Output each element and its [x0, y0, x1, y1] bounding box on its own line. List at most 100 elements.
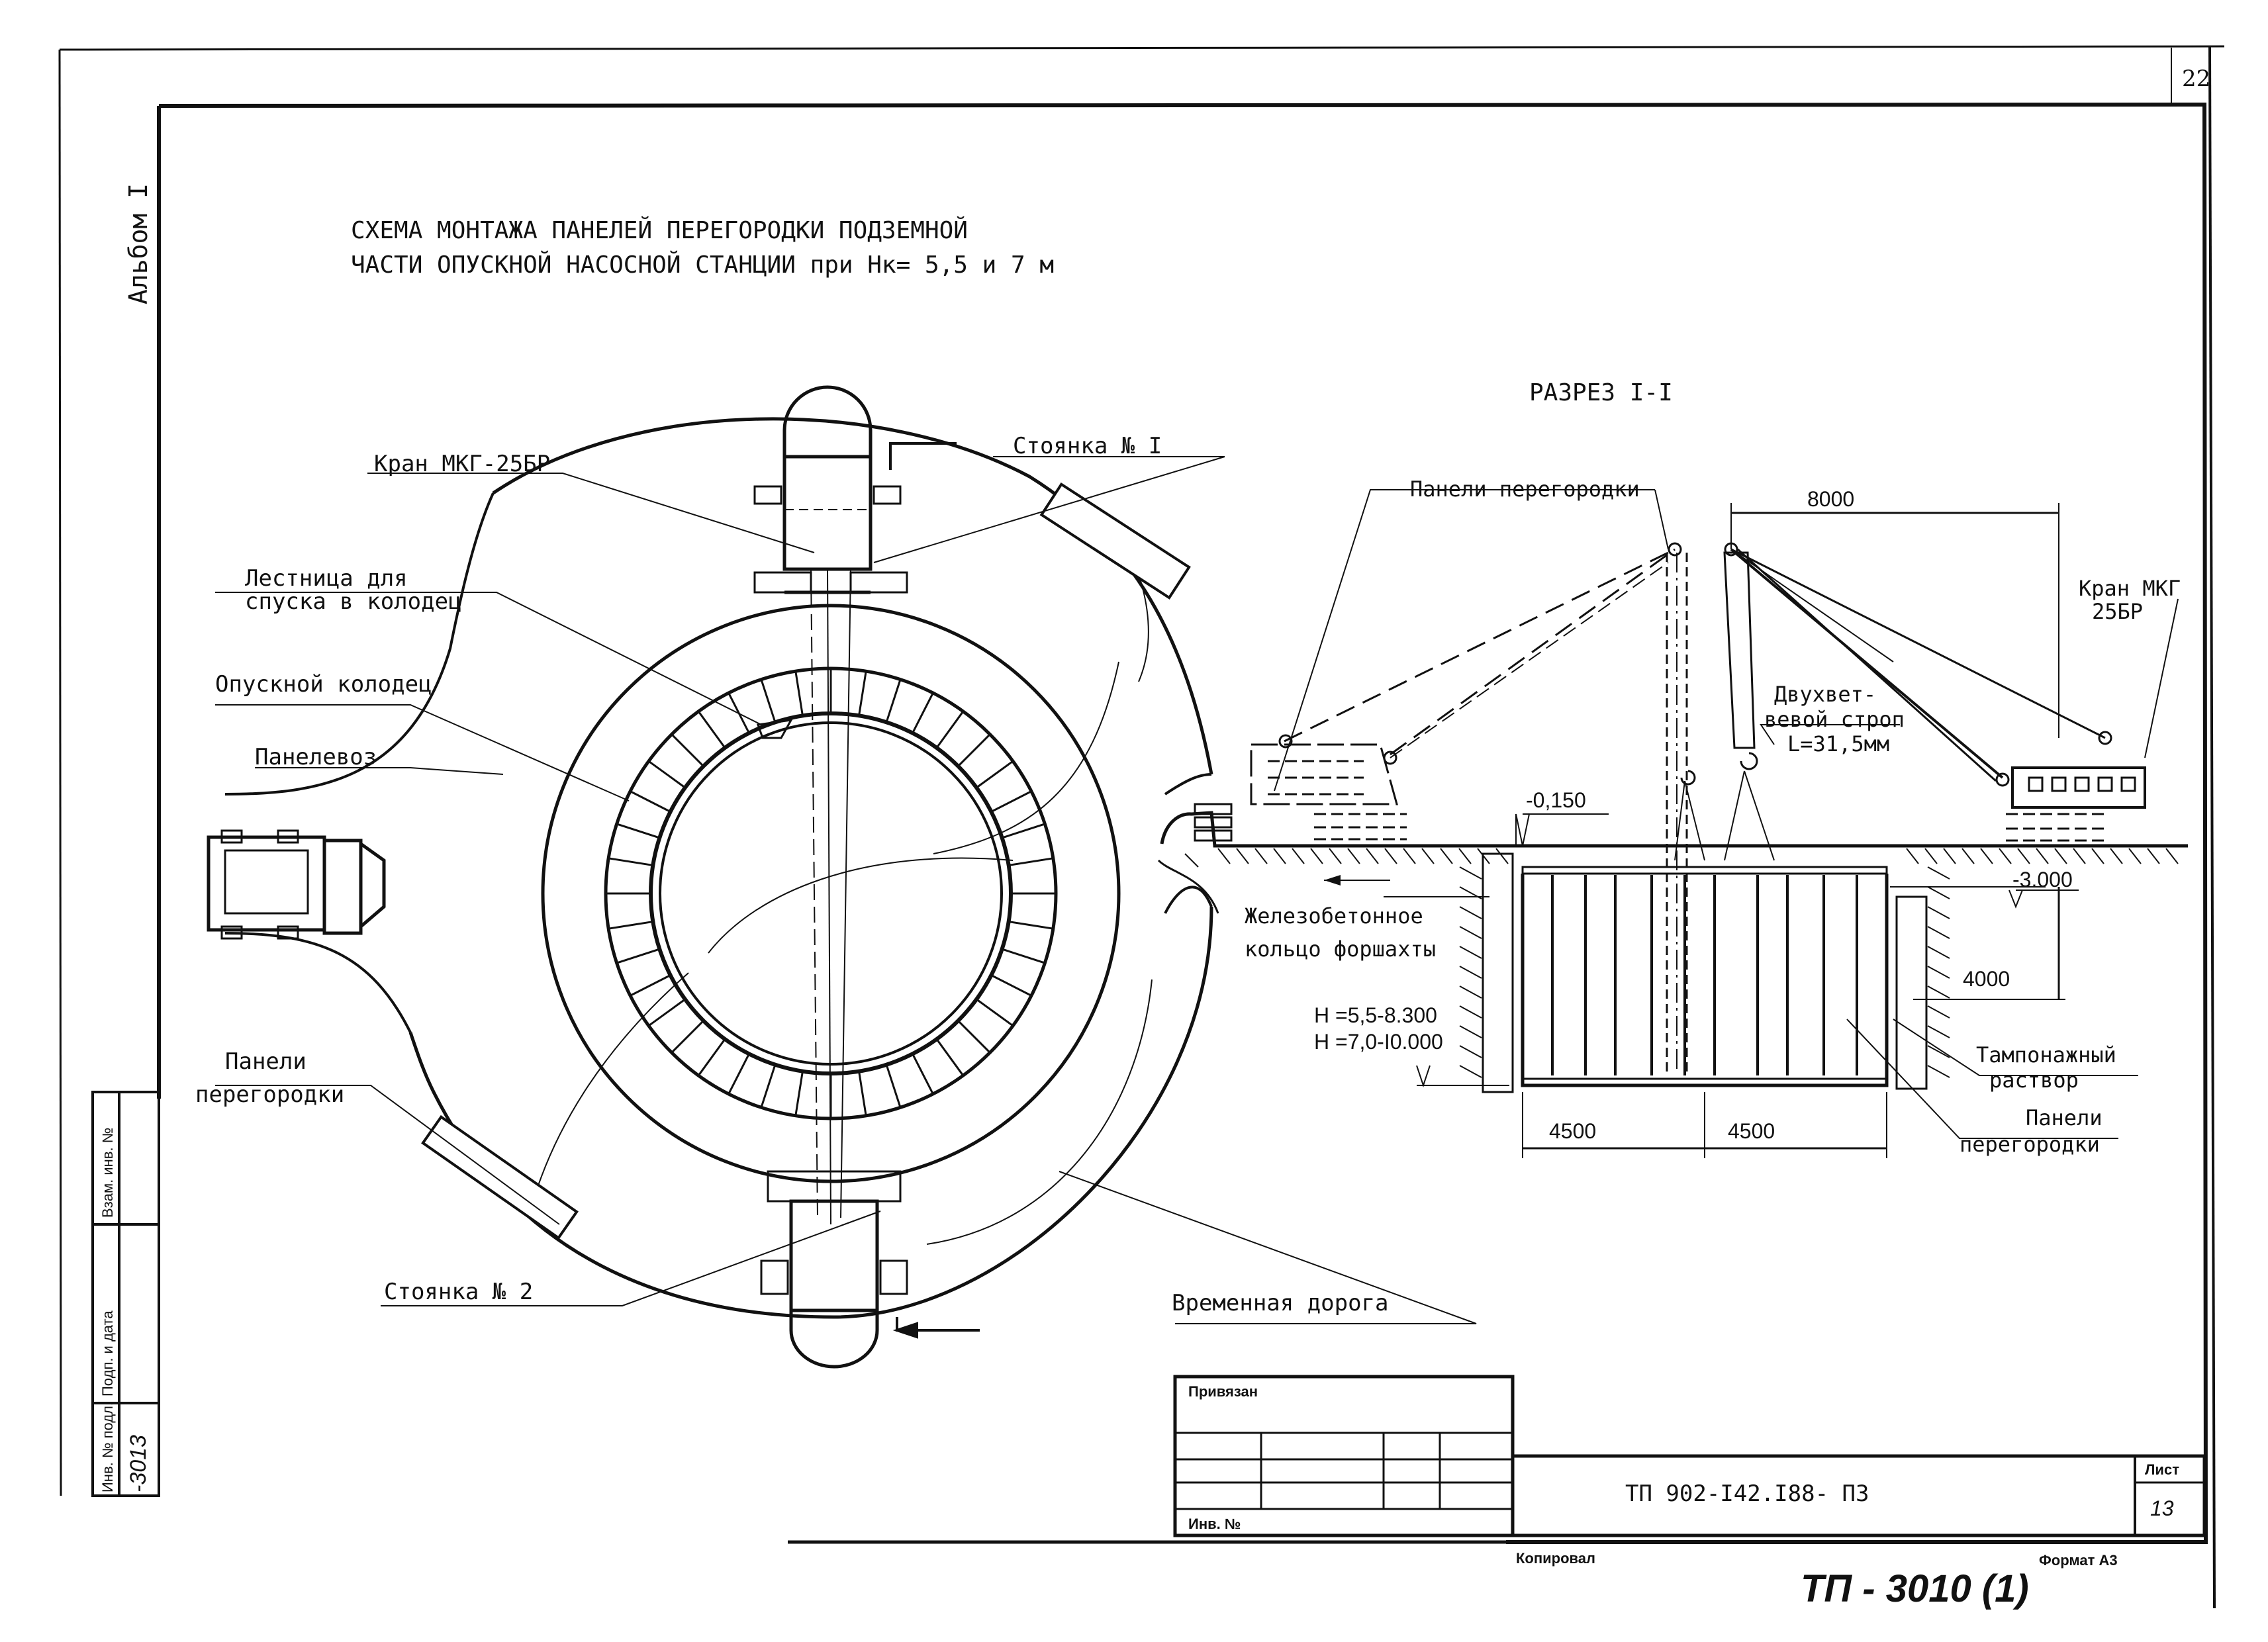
ring-segment: [671, 733, 704, 767]
label-crane-mkg-1: Кран МКГ: [2079, 576, 2181, 601]
hatch-stroke: [1384, 848, 1397, 864]
hatch-stroke: [2128, 848, 2142, 864]
hatch-stroke: [2091, 848, 2104, 864]
ladder-icon: [756, 719, 793, 739]
hatch-stroke: [1421, 848, 1435, 864]
ring-segment: [1008, 921, 1054, 930]
hatch-stroke: [1927, 866, 1950, 880]
label-panel-truck: Панелевоз: [255, 744, 377, 770]
side-stamp-labels: Взам. инв. № Подп. и дата Инв. № подл. -…: [99, 1128, 151, 1492]
temporary-road-outline: [408, 417, 1213, 1319]
ring-segment: [990, 974, 1032, 997]
hatch-stroke: [1927, 985, 1950, 999]
ring-segment: [760, 679, 777, 723]
ring-segment: [976, 998, 1014, 1027]
ring-segment: [760, 1064, 777, 1108]
ring-segment: [630, 974, 671, 997]
ring-segment: [935, 1038, 965, 1076]
tb-linked: Привязан: [1188, 1383, 1258, 1400]
section-view: [1157, 489, 2188, 1158]
ring-segment: [630, 790, 671, 813]
hatch-stroke: [1927, 906, 1950, 919]
tb-inv: Инв. №: [1188, 1516, 1241, 1532]
tb-bottom-handwritten: ТП - 3010 (1): [1801, 1567, 2029, 1610]
hatch-stroke: [1459, 946, 1482, 959]
hatch-stroke: [1927, 926, 1950, 939]
label-panels-2: перегородки: [195, 1081, 344, 1108]
hatch-stroke: [1329, 848, 1342, 864]
hatch-stroke: [1459, 1025, 1482, 1038]
label-sling-2: вевой строп: [1764, 707, 1905, 732]
level-top: -0,150: [1526, 788, 1586, 812]
hatch-stroke: [1440, 848, 1453, 864]
ring-segment: [885, 1064, 902, 1108]
tb-sheet-no: 13: [2150, 1496, 2174, 1520]
hatch-stroke: [2036, 848, 2049, 864]
tb-sheet-label: Лист: [2145, 1461, 2179, 1478]
title-line-2: ЧАСТИ ОПУСКНОЙ НАСОСНОЙ СТАНЦИИ при Нк= …: [351, 251, 1054, 279]
stamp-sign-date: Подп. и дата: [99, 1310, 116, 1396]
section-title: РАЗРЕЗ I-I: [1529, 379, 1673, 406]
ring-segment: [616, 823, 660, 839]
ring-segment: [728, 1053, 750, 1095]
level-side: -3.000: [2012, 868, 2073, 891]
hatch-stroke: [1906, 848, 1919, 864]
ring-segment: [990, 790, 1032, 813]
hatch-stroke: [1310, 848, 1323, 864]
ring-segment: [957, 733, 991, 767]
dim-4500-right: 4500: [1728, 1119, 1775, 1143]
ring-segment: [671, 1020, 704, 1054]
tb-copied: Копировал: [1516, 1550, 1595, 1567]
label-grout-1: Тампонажный: [1976, 1042, 2116, 1068]
hatch-stroke: [1927, 1005, 1950, 1019]
hatch-stroke: [1459, 1065, 1482, 1078]
hatch-stroke: [2110, 848, 2123, 864]
ring-segment: [697, 711, 726, 749]
hatch-stroke: [1927, 966, 1950, 979]
ring-segment: [648, 760, 686, 789]
hatch-stroke: [1459, 1005, 1482, 1019]
dim-8000: 8000: [1807, 487, 1854, 511]
ring-segment: [616, 948, 660, 964]
label-ladder-2: спуска в колодец: [245, 588, 462, 615]
hatch-stroke: [1927, 1025, 1950, 1038]
hatch-stroke: [1347, 848, 1360, 864]
hatch-stroke: [2017, 848, 2030, 864]
hatch-stroke: [1927, 1065, 1950, 1078]
stamp-inv-orig: Инв. № подл.: [99, 1402, 116, 1492]
panel-stacks-plan: [421, 482, 1191, 1240]
label-road: Временная дорога: [1172, 1290, 1389, 1316]
album-label: Альбом I: [124, 183, 153, 304]
ring-segment: [912, 692, 934, 734]
dim-4500-left: 4500: [1549, 1119, 1596, 1143]
crane-stop-2: [760, 1170, 908, 1369]
title-line-1: СХЕМА МОНТАЖА ПАНЕЛЕЙ ПЕРЕГОРОДКИ ПОДЗЕМ…: [351, 216, 968, 244]
hatch-stroke: [1458, 848, 1472, 864]
hatch-stroke: [1236, 848, 1249, 864]
label-panels2-1: Панели: [2026, 1105, 2103, 1130]
title-block-labels: Привязан Инв. № ТП 902-I42.I88- ПЗ Лист …: [1188, 1383, 2179, 1610]
plan-leaders: [215, 456, 1477, 1324]
ring-segment: [1008, 857, 1054, 866]
tb-code: ТП 902-I42.I88- ПЗ: [1625, 1481, 1869, 1507]
label-grout-2: раствор: [1989, 1068, 2079, 1093]
hatch-stroke: [1459, 1045, 1482, 1058]
label-panels-top: Панели перегородки: [1410, 477, 1640, 502]
side-stamp: [91, 1091, 160, 1497]
ring-segment: [885, 679, 902, 723]
hatch-stroke: [1254, 848, 1268, 864]
page-number: 22: [2182, 66, 2210, 92]
hatch-stroke: [1477, 848, 1490, 864]
ring-segment: [608, 921, 653, 930]
hatch-stroke: [2147, 848, 2160, 864]
hatch-stroke: [1495, 848, 1509, 864]
plan-labels: Кран МКГ-25БР Стоянка № I Лестница для с…: [195, 433, 1389, 1316]
ring-segment: [648, 998, 686, 1027]
ring-segment: [794, 670, 804, 716]
section-cut-markers: [889, 442, 980, 1339]
ring-segment: [608, 857, 653, 866]
hatch-stroke: [1999, 848, 2012, 864]
sheet-frame: [58, 45, 2225, 1609]
hatch-stroke: [1980, 848, 1993, 864]
